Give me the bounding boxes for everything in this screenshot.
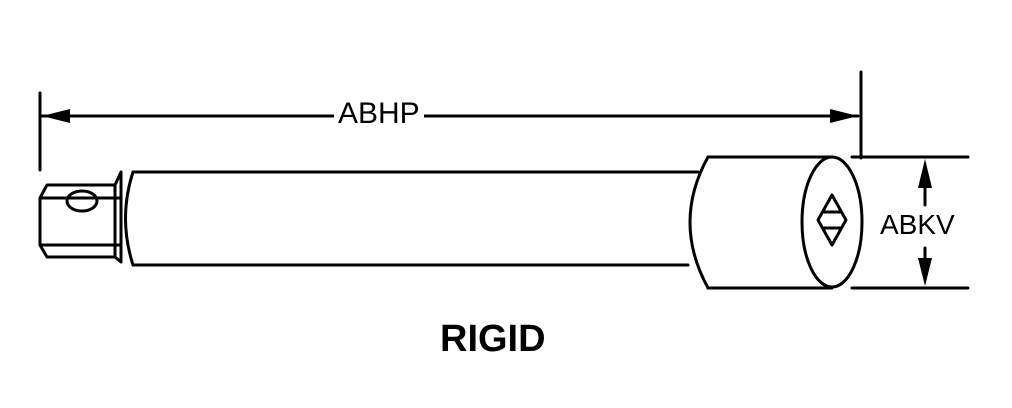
- dimension-length-label: ABHP: [334, 99, 424, 129]
- dimension-diameter-label: ABKV: [878, 209, 957, 240]
- square-drive-recess: [816, 193, 848, 247]
- extension-shank: [124, 170, 700, 267]
- drawing-caption: RIGID: [440, 318, 546, 360]
- diameter-arrowhead-top: [918, 159, 932, 188]
- detent-ball-hole: [65, 189, 99, 213]
- diameter-arrowhead-bottom: [918, 258, 932, 286]
- square-drive-end: [38, 170, 123, 264]
- length-arrowhead-left: [42, 109, 70, 123]
- socket-head: [688, 155, 864, 290]
- socket-face: [800, 155, 864, 289]
- length-arrowhead-right: [830, 109, 858, 123]
